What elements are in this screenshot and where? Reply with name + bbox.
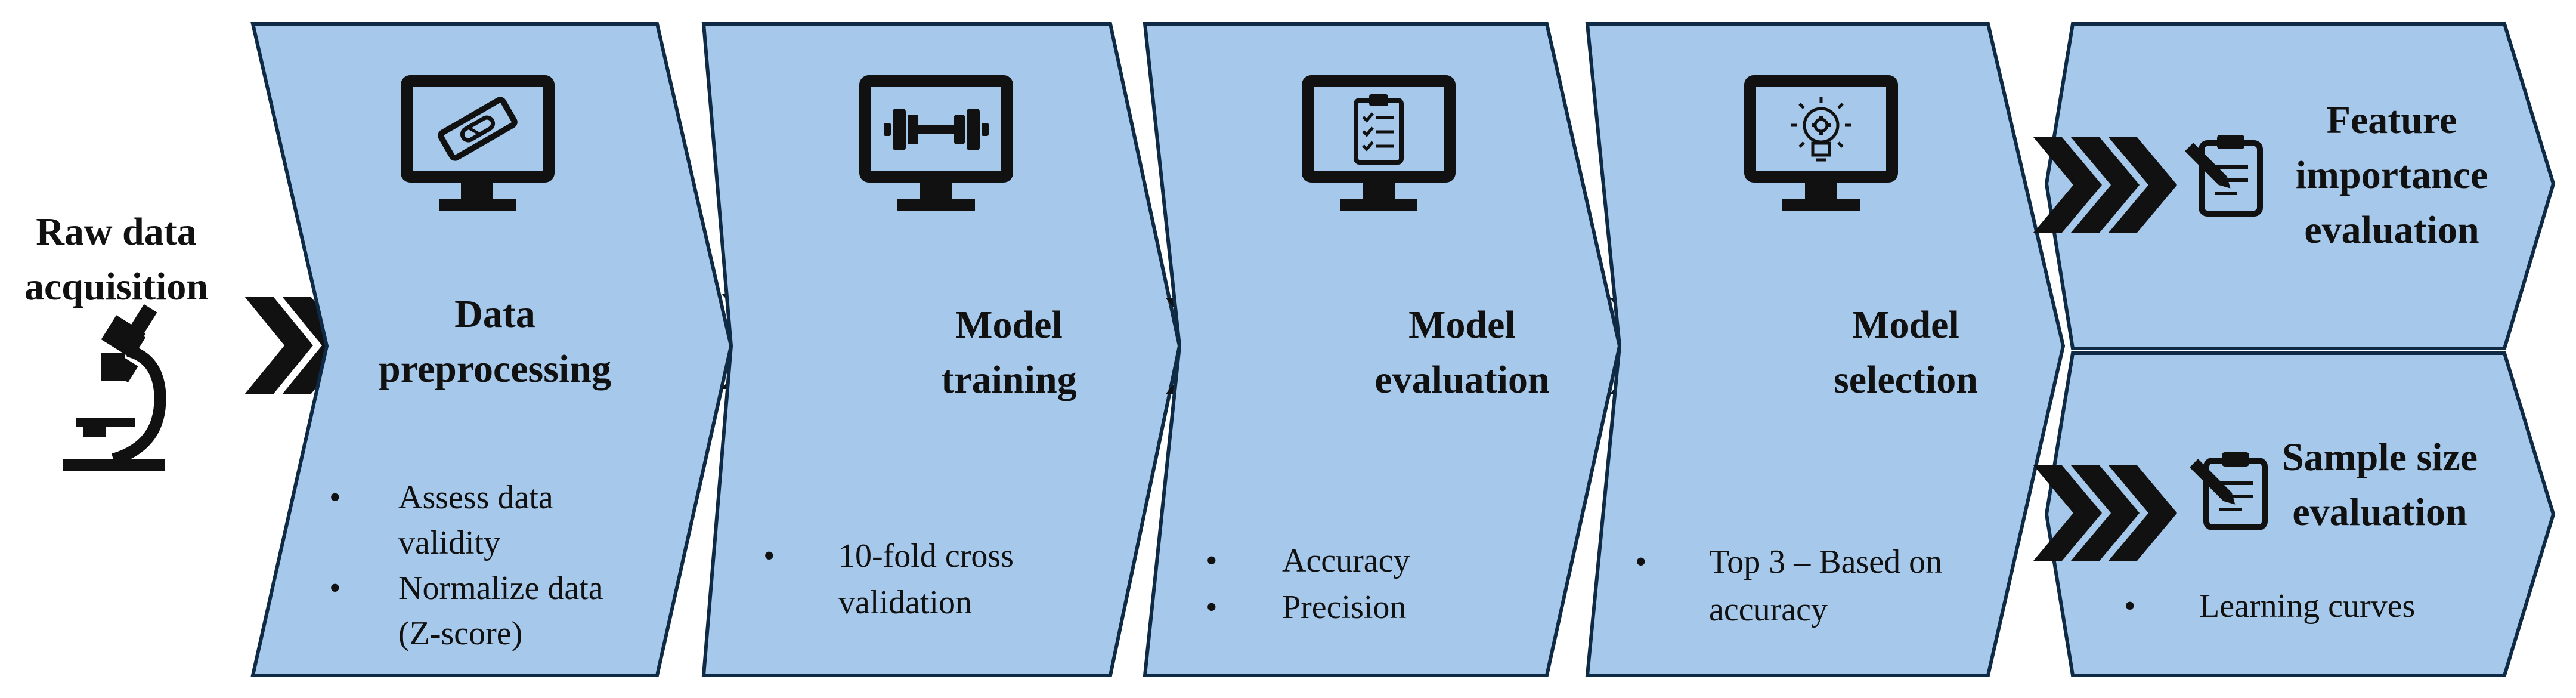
- bullet-dot: •: [1206, 589, 1218, 626]
- bullet-dot: •: [1635, 543, 1647, 580]
- bullet-dot: •: [329, 570, 341, 607]
- monitor-dumbbell-icon: [859, 75, 1013, 211]
- raw-data-title-line1: Raw data: [36, 210, 197, 254]
- output-title-line2: evaluation: [2292, 490, 2467, 534]
- bullet-dot: •: [763, 538, 775, 575]
- bullet-dot: •: [2124, 588, 2136, 625]
- bullet-text-line1: Assess data: [398, 479, 553, 516]
- output-sample-size: Sample size evaluation • Learning curves: [2033, 351, 2556, 677]
- bullet-text-line2: validity: [398, 524, 500, 561]
- stage-shape: [2044, 22, 2556, 350]
- output-title-line3: evaluation: [2304, 208, 2479, 252]
- output-title-line1: Feature: [2327, 98, 2457, 142]
- stage-shape: [1585, 22, 2066, 677]
- monitor-checklist-icon: [1302, 75, 1456, 211]
- chevron-arrow-5: [2033, 137, 2177, 233]
- bullet-text: Accuracy: [1282, 542, 1410, 579]
- output-title-line2: importance: [2296, 153, 2488, 197]
- stage-title-line1: Model: [1408, 303, 1516, 347]
- microscope-icon: [63, 304, 166, 471]
- stage-shape: [1143, 22, 1622, 677]
- stage-model-evaluation: Model evaluation • Accuracy • Precision: [1143, 22, 1622, 677]
- bullet-text-line2: (Z-score): [398, 615, 522, 652]
- output-title-line1: Sample size: [2282, 436, 2478, 479]
- stage-title-line1: Data: [454, 292, 535, 336]
- output-feature-importance: Feature importance evaluation: [2033, 22, 2556, 350]
- stage-shape: [2044, 351, 2556, 677]
- stage-shape: [701, 22, 1182, 677]
- raw-data-title-line2: acquisition: [24, 265, 208, 308]
- monitor-pill-icon: [401, 75, 555, 211]
- stage-data-preprocessing: Data preprocessing • Assess data validit…: [250, 22, 733, 677]
- stage-title-line1: Model: [1852, 303, 1959, 347]
- stage-shape: [250, 22, 733, 677]
- stage-title-line2: evaluation: [1374, 358, 1549, 401]
- bullet-text-line1: 10-fold cross: [838, 538, 1014, 575]
- bullet-dot: •: [1206, 542, 1218, 579]
- monitor-lightbulb-icon: [1744, 75, 1898, 211]
- clipboard-pencil-icon: [2185, 135, 2263, 217]
- bullet-dot: •: [329, 479, 341, 516]
- bullet-text-line2: accuracy: [1709, 591, 1828, 628]
- bullet-text-line2: validation: [838, 584, 972, 621]
- bullet-text-line1: Top 3 – Based on: [1709, 543, 1942, 580]
- stage-title-line2: preprocessing: [379, 347, 611, 391]
- stage-model-training: Model training • 10-fold cross validatio…: [701, 22, 1182, 677]
- chevron-arrow-6: [2033, 465, 2177, 561]
- stage-model-selection: Model selection • Top 3 – Based on accur…: [1585, 22, 2066, 677]
- stage-title-line2: training: [941, 358, 1076, 401]
- bullet-text-line1: Normalize data: [398, 570, 603, 607]
- bullet-text: Precision: [1282, 589, 1406, 626]
- raw-data-acquisition: Raw data acquisition: [24, 210, 208, 471]
- clipboard-pencil-icon: [2190, 452, 2268, 530]
- stage-title-line2: selection: [1834, 358, 1978, 401]
- bullet-text: Learning curves: [2199, 588, 2415, 625]
- stage-title-line1: Model: [955, 303, 1063, 347]
